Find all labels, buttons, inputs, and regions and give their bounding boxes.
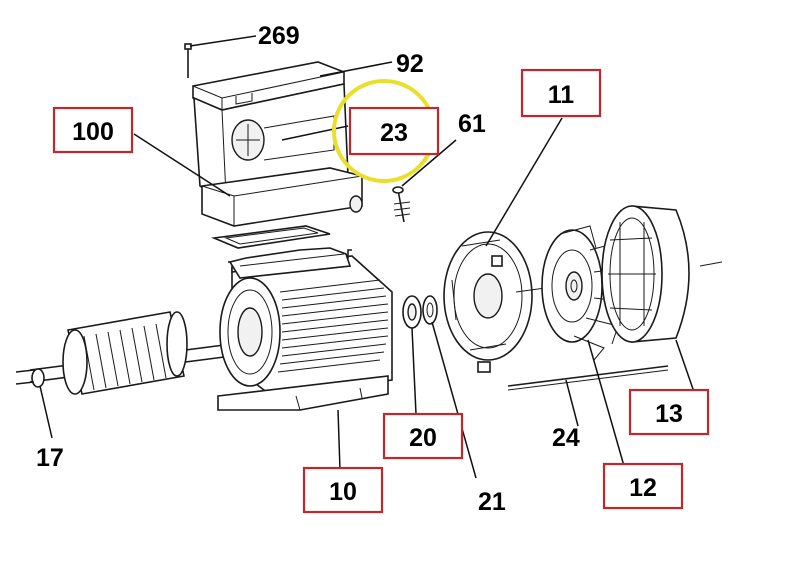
- label-13: 13: [655, 400, 683, 428]
- rotor: [15, 311, 233, 395]
- label-61: 61: [458, 110, 486, 138]
- label-92: 92: [396, 50, 424, 78]
- label-21: 21: [478, 488, 506, 516]
- stator-housing: [217, 247, 393, 411]
- label-100: 100: [72, 118, 114, 146]
- label-box-11: 11: [520, 68, 602, 118]
- label-box-10: 10: [302, 466, 384, 514]
- label-box-20: 20: [382, 412, 464, 460]
- label-box-23: 23: [348, 106, 440, 156]
- label-11: 11: [548, 81, 575, 109]
- terminal-box-base: [201, 167, 363, 227]
- label-box-100: 100: [52, 106, 134, 154]
- label-24: 24: [552, 424, 580, 452]
- label-23: 23: [380, 119, 408, 147]
- fan-cover: [601, 205, 723, 343]
- screw-61: [392, 186, 411, 223]
- tie-rod-24: [507, 365, 669, 391]
- label-box-12: 12: [602, 462, 684, 510]
- label-box-13: 13: [628, 388, 710, 436]
- leader-lines: [39, 35, 695, 479]
- end-shield: [443, 231, 533, 373]
- gasket: [210, 225, 331, 249]
- label-269: 269: [258, 22, 300, 50]
- label-12: 12: [629, 474, 657, 502]
- washer-21: [422, 295, 438, 325]
- screw-269: [184, 43, 192, 78]
- bearing-20: [402, 295, 422, 329]
- label-10: 10: [329, 478, 357, 506]
- label-17: 17: [36, 444, 64, 472]
- terminal-box-body: [193, 83, 349, 197]
- label-20: 20: [409, 424, 437, 452]
